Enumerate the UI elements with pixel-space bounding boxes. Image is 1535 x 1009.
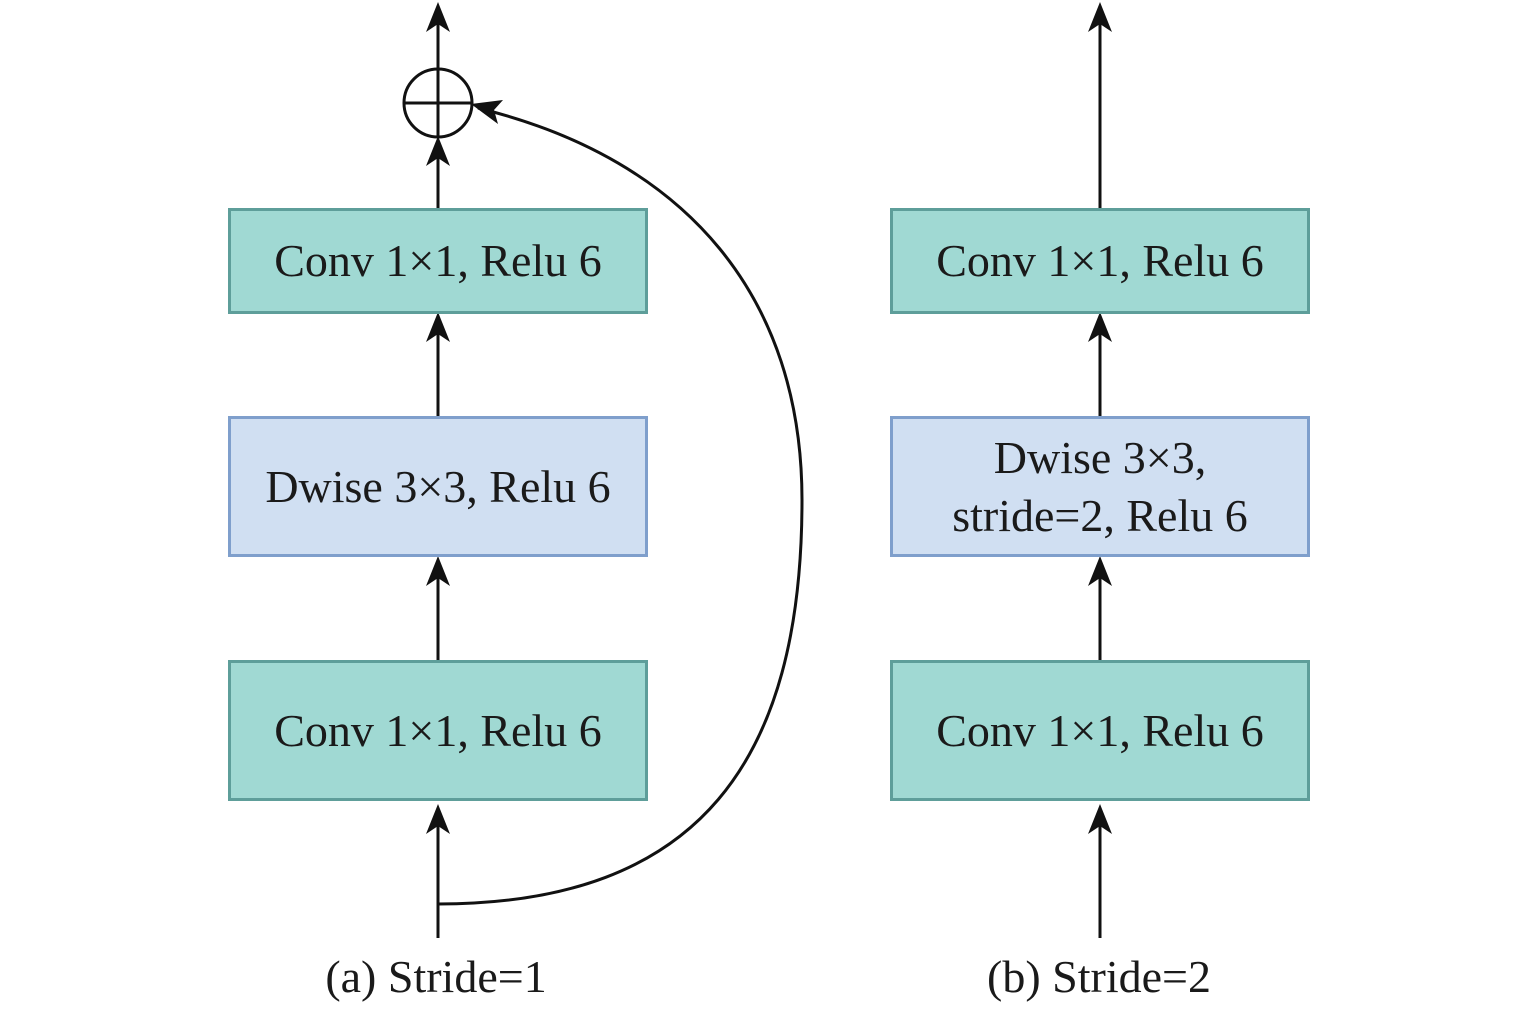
right-arrows	[1088, 2, 1112, 938]
arrowhead-dwise-to-conv-left	[426, 312, 450, 342]
arrowhead-conv-to-dwise-left	[426, 556, 450, 586]
arrowhead-output-left	[426, 2, 450, 32]
arrowhead-residual	[471, 100, 503, 124]
right-conv-top-box: Conv 1×1, Relu 6	[890, 208, 1310, 314]
right-dwise-label-line2: stride=2, Relu 6	[952, 489, 1248, 541]
arrowhead-output-right	[1088, 2, 1112, 32]
left-conv-bottom-box: Conv 1×1, Relu 6	[228, 660, 648, 801]
right-conv-bottom-label: Conv 1×1, Relu 6	[936, 704, 1264, 756]
arrowhead-input-right	[1088, 804, 1112, 834]
right-conv-top-label: Conv 1×1, Relu 6	[936, 235, 1264, 286]
right-dwise-label-line1: Dwise 3×3,	[993, 431, 1207, 483]
caption-left: (a) Stride=1	[325, 951, 547, 1002]
right-conv-bottom-box: Conv 1×1, Relu 6	[890, 660, 1310, 801]
arrowhead-input-left	[426, 804, 450, 834]
right-dwise-box: Dwise 3×3, stride=2, Relu 6	[890, 416, 1310, 557]
left-conv-top-label: Conv 1×1, Relu 6	[274, 235, 602, 286]
arrowhead-conv-to-dwise-right	[1088, 556, 1112, 586]
left-dwise-label: Dwise 3×3, Relu 6	[265, 460, 611, 512]
arrowhead-conv-to-add	[426, 136, 450, 166]
left-conv-top-box: Conv 1×1, Relu 6	[228, 208, 648, 314]
arrowhead-dwise-to-conv-right	[1088, 312, 1112, 342]
left-conv-bottom-label: Conv 1×1, Relu 6	[274, 704, 602, 756]
left-arrows	[402, 2, 804, 938]
caption-right: (b) Stride=2	[987, 951, 1211, 1002]
residual-skip-connection	[437, 106, 804, 906]
add-operator-icon	[402, 67, 474, 139]
left-dwise-box: Dwise 3×3, Relu 6	[228, 416, 648, 557]
